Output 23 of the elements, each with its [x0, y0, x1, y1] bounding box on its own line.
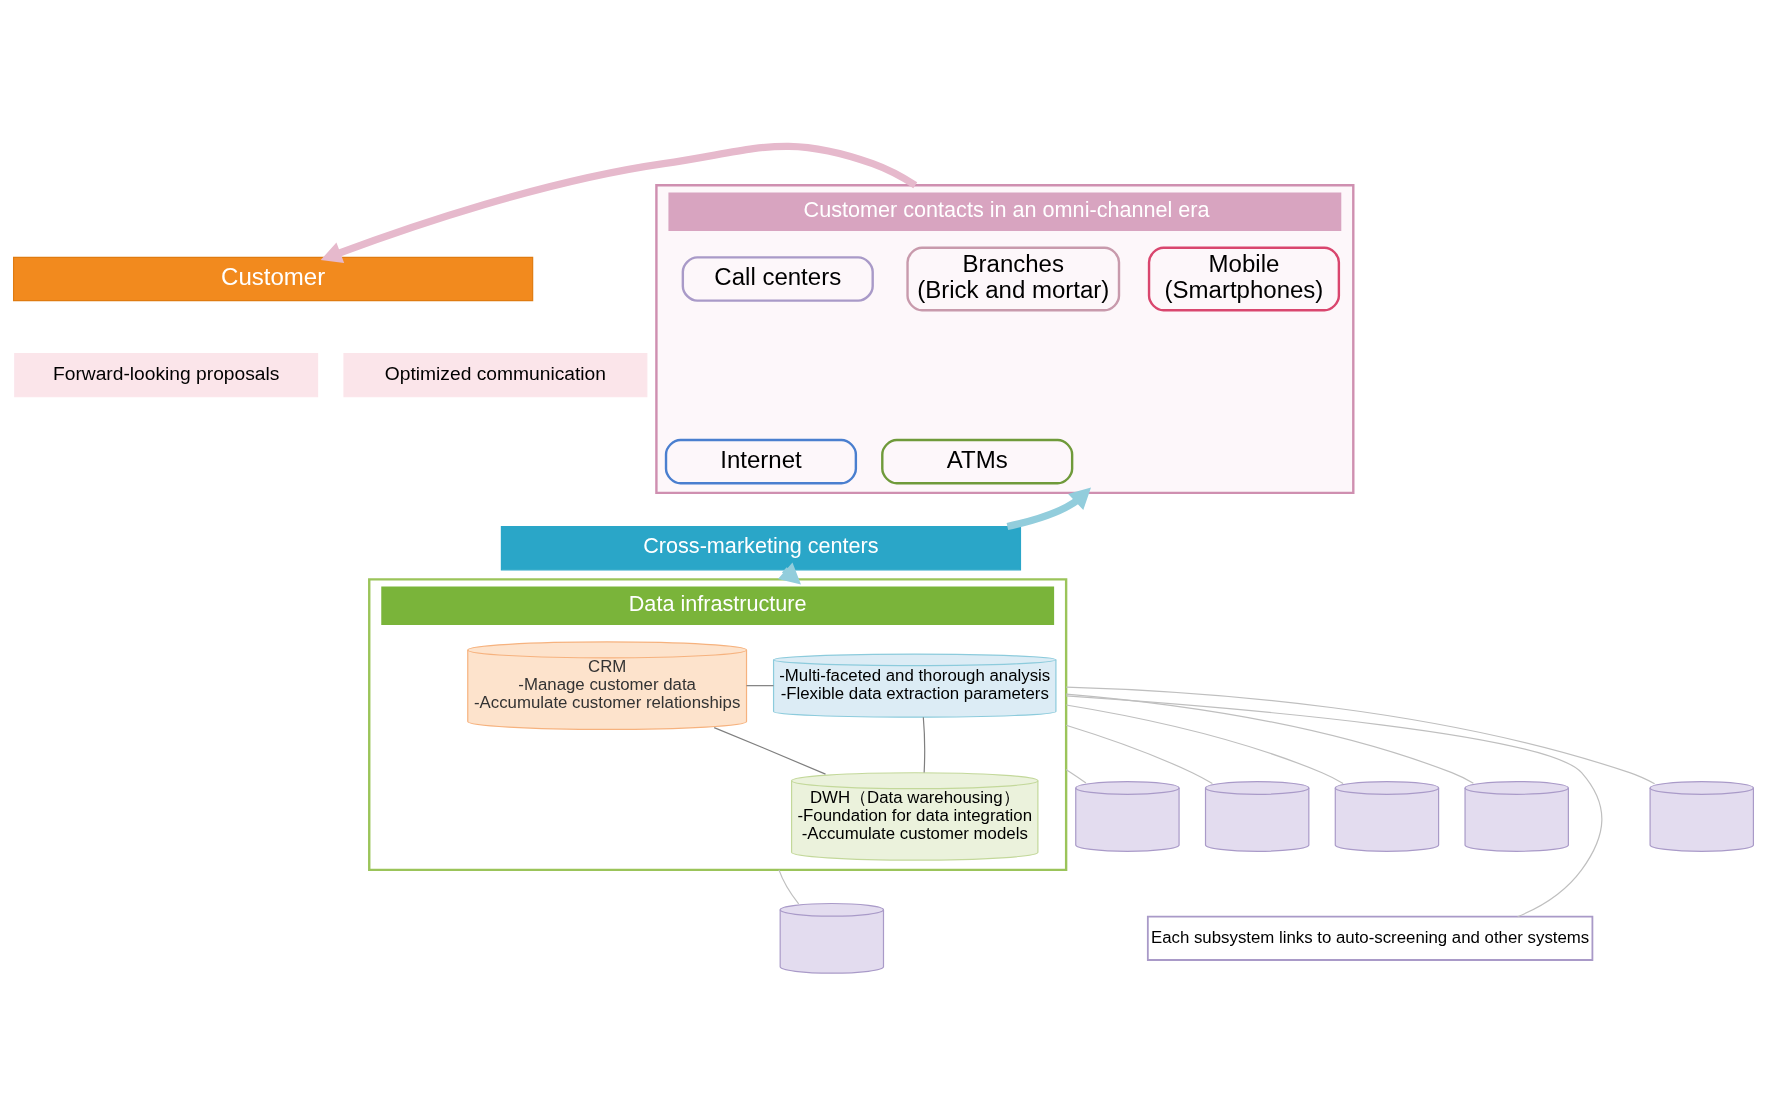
node-box: Forward-looking proposals [14, 352, 319, 397]
node-box: Internet [664, 438, 858, 484]
connector [1065, 686, 1656, 784]
connector [1065, 692, 1474, 784]
connector [1065, 703, 1344, 784]
connector [1065, 768, 1087, 784]
arrow [320, 142, 918, 263]
node-box: Cross-marketing centers [500, 525, 1022, 570]
node-box: Mobile (Smartphones) [1147, 246, 1341, 311]
arrow [1006, 487, 1091, 530]
node-box: Customer [13, 256, 534, 301]
connector [745, 684, 775, 686]
connector [713, 726, 827, 775]
node-box: Call centers [681, 255, 874, 302]
node-box: Branches (Brick and mortar) [906, 246, 1121, 311]
connector [1065, 724, 1213, 784]
node-box: ATMs [881, 438, 1074, 484]
arrow [777, 561, 801, 584]
connector [922, 716, 926, 773]
node-box: Optimized communication [343, 352, 648, 397]
node-box: Each subsystem links to auto-screening and other systems [1146, 915, 1594, 961]
connector [778, 868, 800, 904]
connector [1065, 694, 1603, 917]
